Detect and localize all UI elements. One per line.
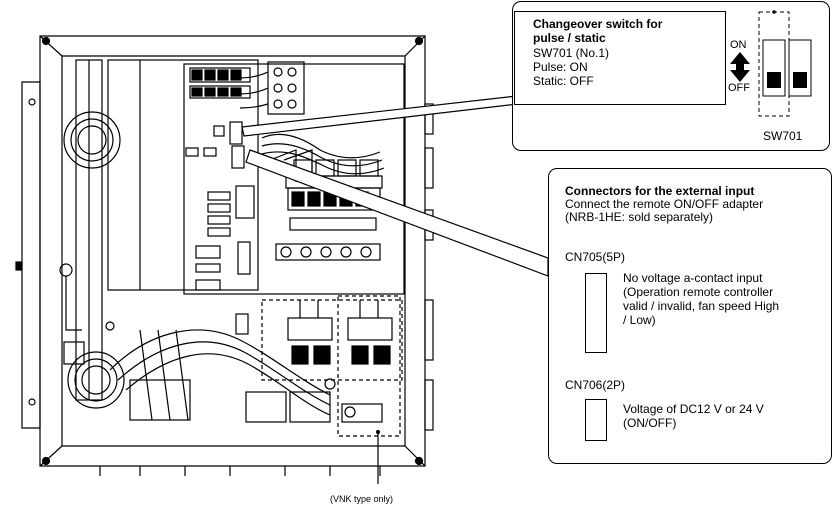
internal-panel [107, 59, 259, 291]
cn706-on-board [235, 313, 249, 335]
fan-bottom [67, 351, 125, 409]
cn706-connector-icon [585, 399, 607, 441]
switch-callout-title-line2: pulse / static [533, 31, 606, 45]
sw701-switch-icon [758, 10, 812, 117]
cn705-desc-line1: No voltage a-contact input [623, 271, 763, 285]
switch-callout-line2: Pulse: ON [533, 60, 588, 74]
connector-leader [245, 149, 549, 277]
cn705-name: CN705(5P) [565, 250, 626, 264]
connector-callout: Connectors for the external input Connec… [548, 168, 832, 464]
cn706-desc-line2: (ON/OFF) [623, 416, 677, 430]
cn705-desc-line3: valid / invalid, fan speed High [623, 299, 780, 313]
switch-on-label: ON [730, 39, 747, 51]
cn705-on-board [237, 241, 251, 275]
cn705-desc-line2: (Operation remote controller [623, 285, 774, 299]
vnk-area [337, 295, 401, 437]
sw701-label: SW701 [763, 129, 803, 143]
cn706-desc-line1: Voltage of DC12 V or 24 V [623, 402, 764, 416]
side-bracket [21, 81, 41, 429]
switch-off-label: OFF [728, 82, 750, 94]
on-off-arrow-icon [730, 52, 750, 82]
switch-callout-line1: SW701 (No.1) [533, 46, 610, 60]
cn706-name: CN706(2P) [565, 378, 626, 392]
pcb-board [183, 63, 405, 295]
connector-callout-desc-line2: (NRB-1HE: sold separately) [565, 210, 714, 224]
fan-top [63, 111, 121, 169]
switch-callout-title-line1: Changeover switch for [533, 17, 663, 31]
sw701-on-board [213, 125, 225, 137]
cn705-connector-icon [585, 273, 607, 353]
connector-callout-title: Connectors for the external input [565, 184, 755, 198]
connector-callout-desc-line1: Connect the remote ON/OFF adapter [565, 197, 764, 211]
cn705-desc-line4: / Low) [623, 313, 656, 327]
switch-callout-line3: Static: OFF [533, 74, 594, 88]
vnk-note: (VNK type only) [330, 494, 394, 504]
